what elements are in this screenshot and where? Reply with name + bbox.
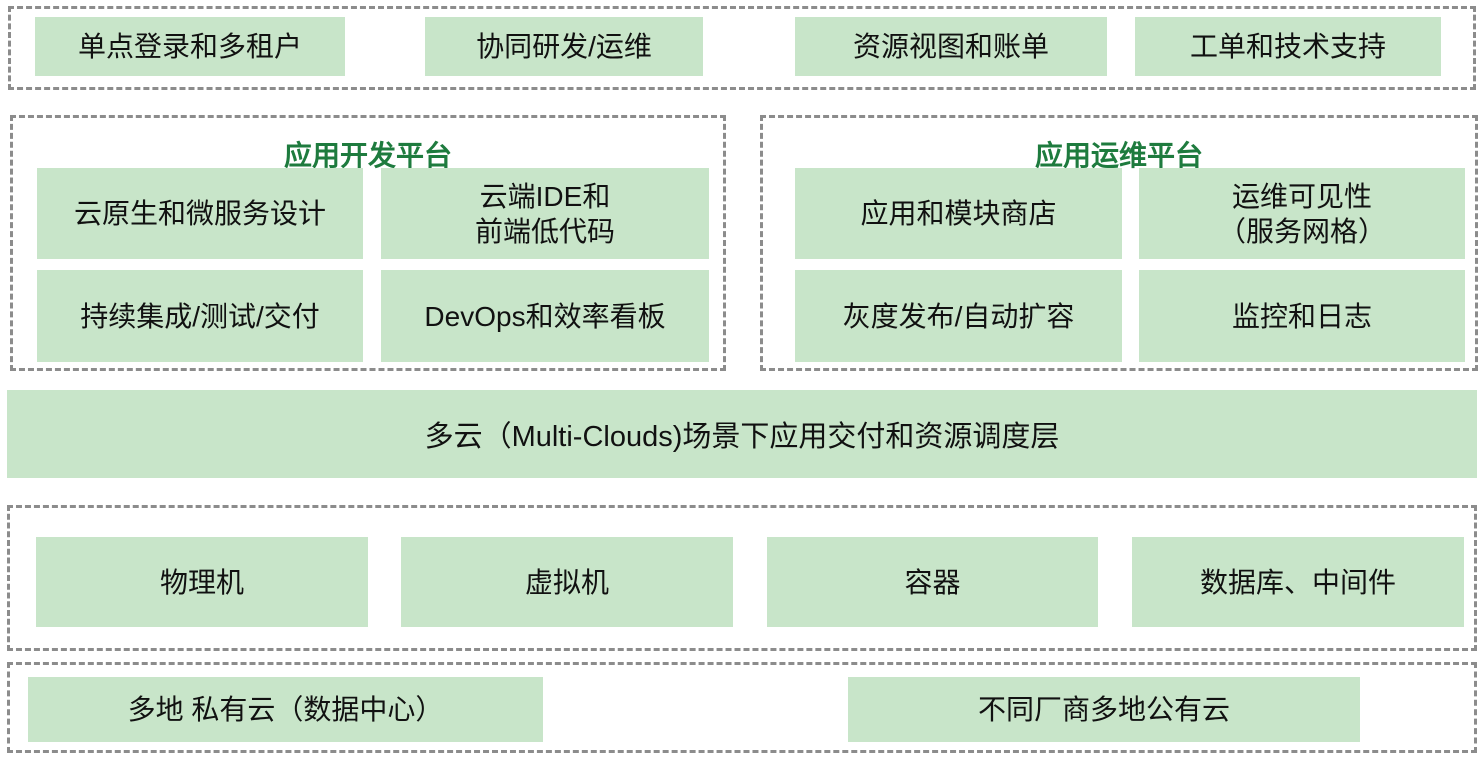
box-gray-release-autoscale: 灰度发布/自动扩容	[795, 270, 1122, 362]
box-ops-visibility-mesh: 运维可见性 （服务网格）	[1139, 168, 1465, 259]
box-resource-view-billing: 资源视图和账单	[795, 17, 1107, 76]
box-monitoring-logs: 监控和日志	[1139, 270, 1465, 362]
box-physical-machine: 物理机	[36, 537, 368, 627]
top-services-panel: 单点登录和多租户 协同研发/运维 资源视图和账单 工单和技术支持	[8, 6, 1476, 90]
box-cloud-native-microservice: 云原生和微服务设计	[37, 168, 363, 259]
infrastructure-panel: 物理机 虚拟机 容器 数据库、中间件	[7, 505, 1477, 651]
box-private-cloud: 多地 私有云（数据中心）	[28, 677, 543, 742]
box-public-cloud: 不同厂商多地公有云	[848, 677, 1360, 742]
box-virtual-machine: 虚拟机	[401, 537, 733, 627]
box-ci-test-delivery: 持续集成/测试/交付	[37, 270, 363, 362]
box-app-module-store: 应用和模块商店	[795, 168, 1122, 259]
box-sso-multitenant: 单点登录和多租户	[35, 17, 345, 76]
multicloud-scheduling-bar: 多云（Multi-Clouds)场景下应用交付和资源调度层	[7, 390, 1477, 478]
box-ticket-support: 工单和技术支持	[1135, 17, 1441, 76]
box-database-middleware: 数据库、中间件	[1132, 537, 1464, 627]
box-collab-devops: 协同研发/运维	[425, 17, 703, 76]
clouds-panel: 多地 私有云（数据中心） 不同厂商多地公有云	[7, 662, 1477, 753]
ops-platform-title: 应用运维平台	[1034, 140, 1203, 171]
box-container: 容器	[767, 537, 1098, 627]
dev-platform-panel: 应用开发平台 云原生和微服务设计 云端IDE和 前端低代码 持续集成/测试/交付…	[10, 115, 726, 371]
dev-platform-title: 应用开发平台	[283, 140, 452, 171]
box-devops-dashboard: DevOps和效率看板	[381, 270, 709, 362]
ops-platform-panel: 应用运维平台 应用和模块商店 运维可见性 （服务网格） 灰度发布/自动扩容 监控…	[760, 115, 1478, 371]
box-cloud-ide-lowcode: 云端IDE和 前端低代码	[381, 168, 709, 259]
